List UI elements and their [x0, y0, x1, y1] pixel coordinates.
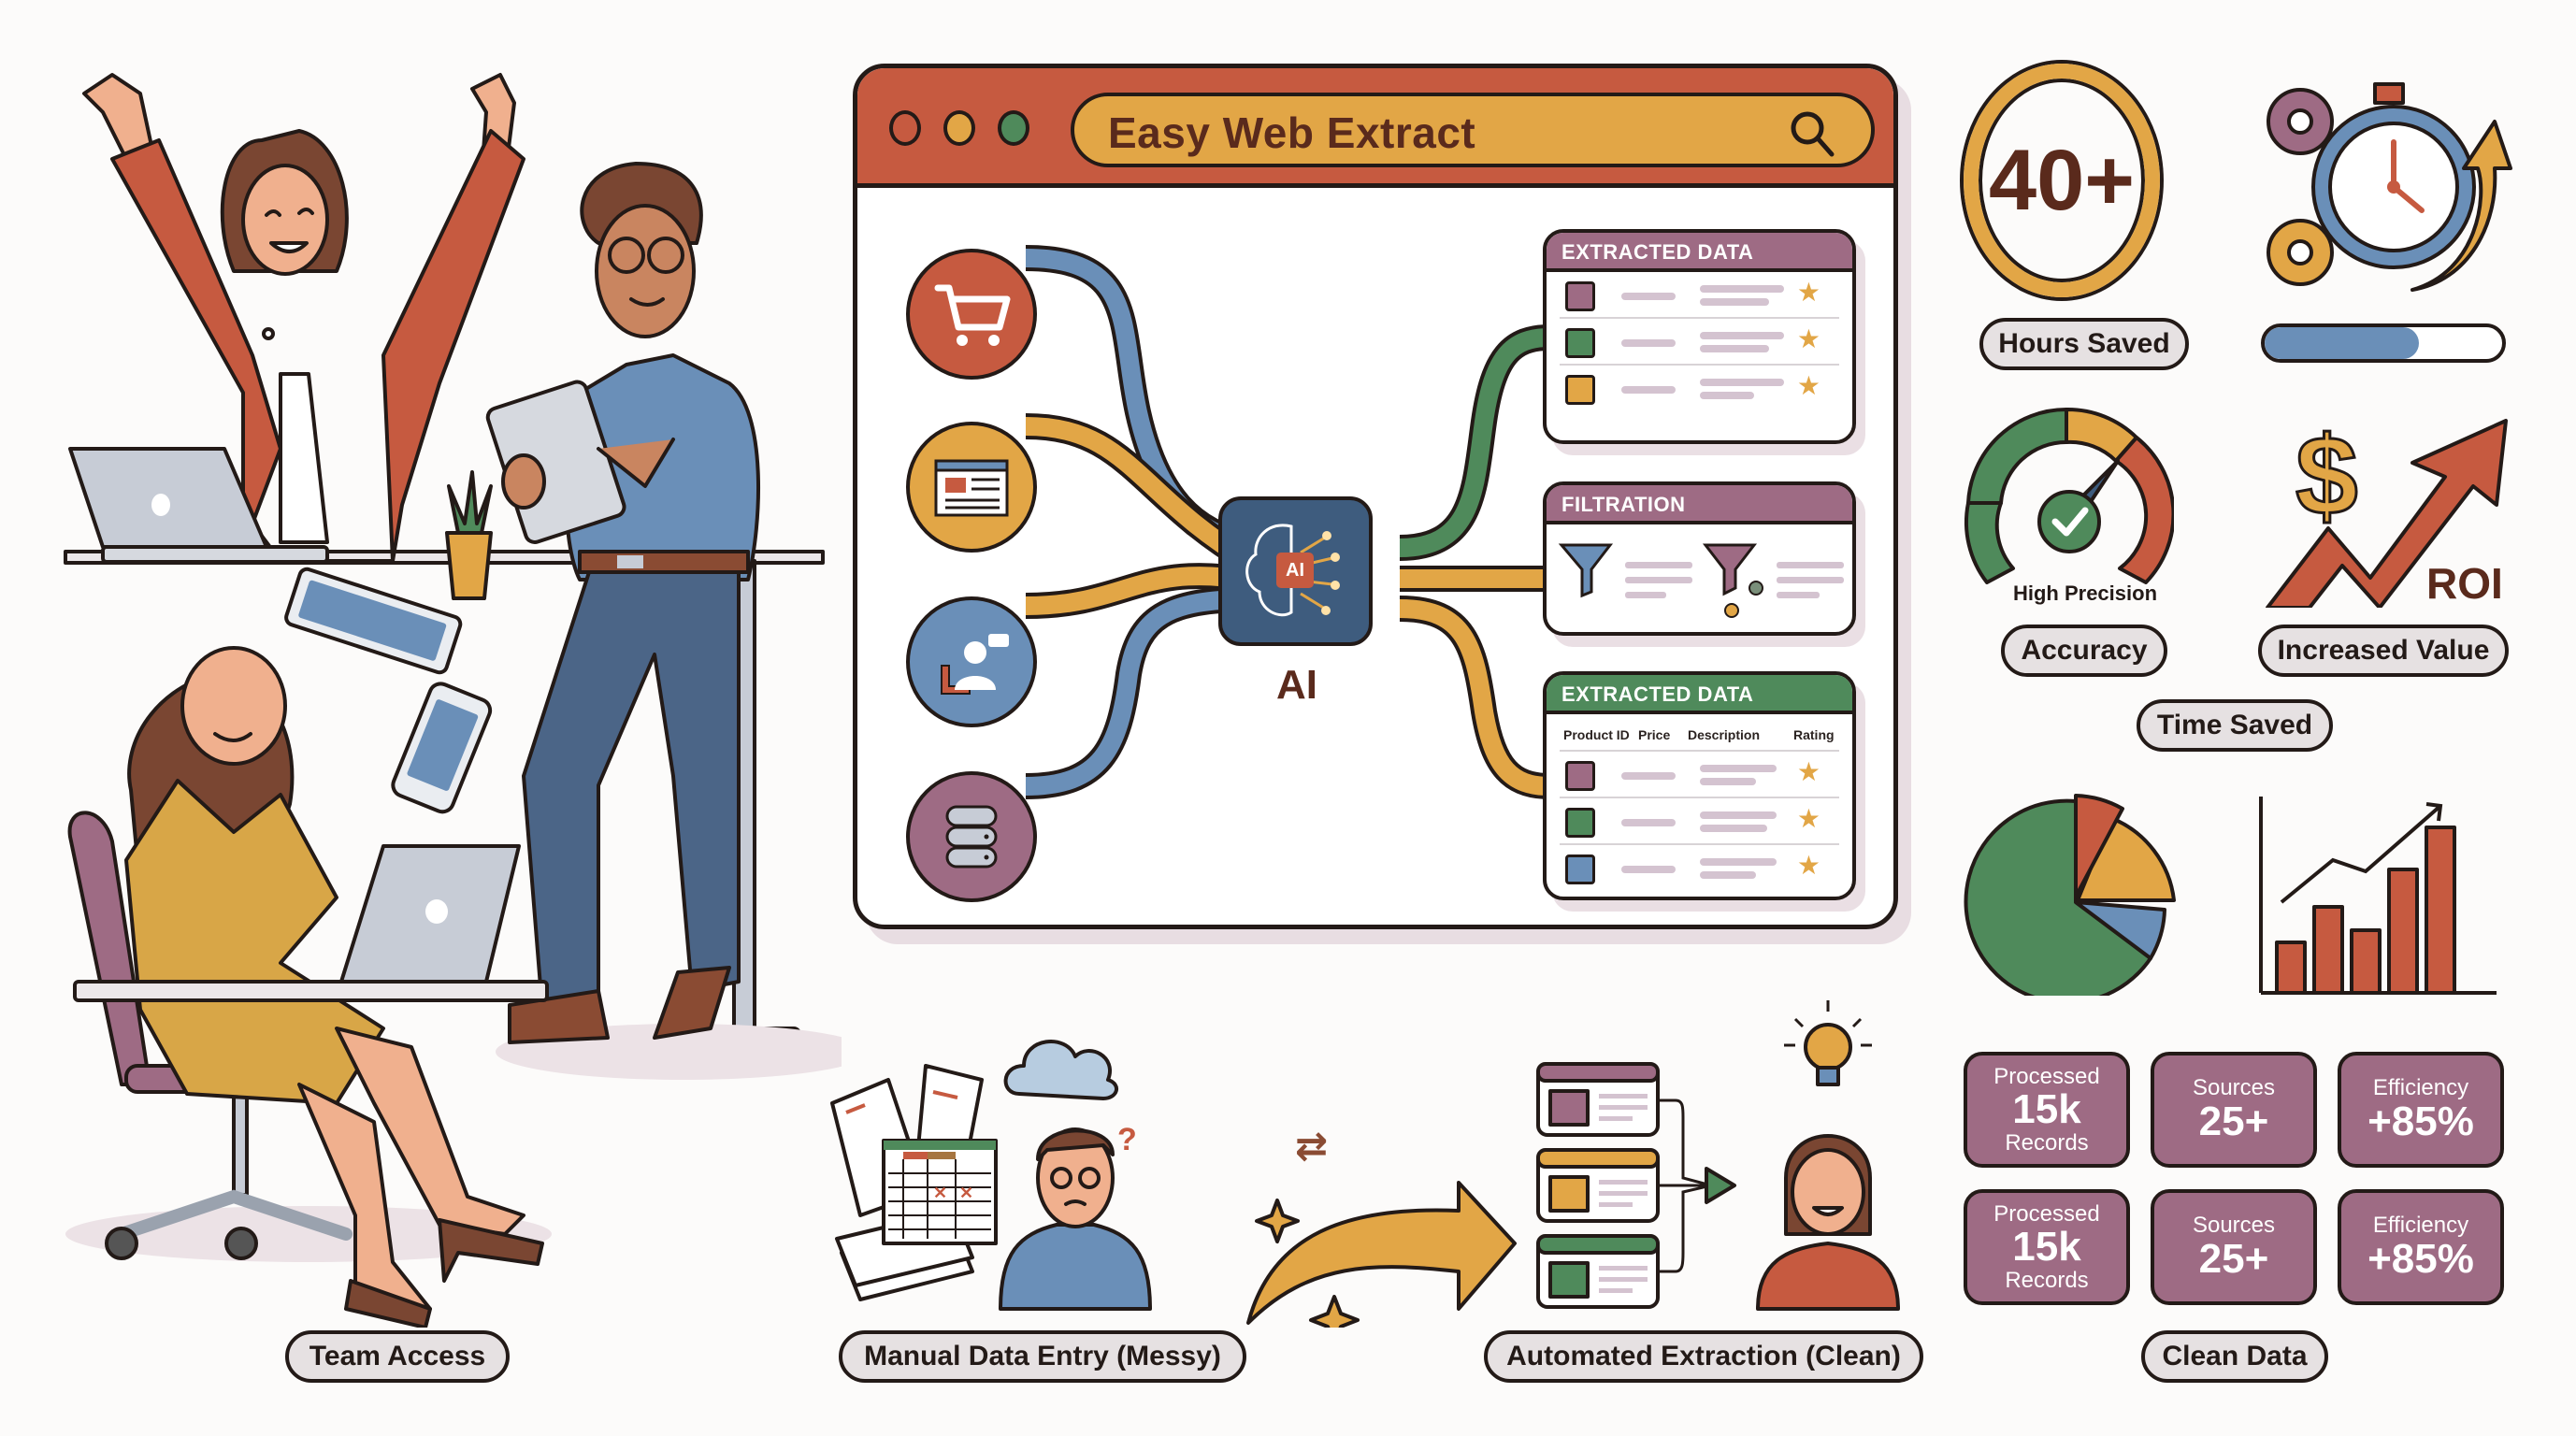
standing-man [485, 162, 761, 1044]
card-title: EXTRACTED DATA [1547, 233, 1852, 272]
filter-funnels [1558, 543, 1844, 618]
automated-extraction-label: Automated Extraction (Clean) [1484, 1330, 1923, 1383]
sparkle-icon [1309, 1295, 1360, 1328]
star-icon: ★ [1796, 371, 1820, 400]
extracted-data-card: EXTRACTED DATA ★ ★ ★ [1543, 229, 1856, 444]
source-ecommerce[interactable] [906, 249, 1037, 380]
star-icon: ★ [1796, 804, 1820, 833]
search-icon[interactable] [1787, 108, 1839, 160]
confused-man: ? [999, 1122, 1152, 1311]
manual-data-entry-label: Manual Data Entry (Messy) [839, 1330, 1246, 1383]
happy-woman [1756, 1000, 1900, 1311]
high-precision-caption: High Precision [2012, 582, 2158, 605]
team-access-label: Team Access [285, 1330, 510, 1383]
progress-fill [2265, 327, 2420, 359]
table-row[interactable]: ★ [1560, 752, 1839, 798]
dollar-icon: $ [2295, 413, 2358, 538]
ai-processor: AI [1218, 496, 1373, 646]
stat-card-sources: Sources 25+ [2151, 1052, 2317, 1168]
column-header[interactable]: Price [1638, 727, 1671, 742]
cloud-icon [1003, 1040, 1118, 1100]
app-title: Easy Web Extract [1108, 108, 1476, 157]
column-header[interactable]: Description [1688, 727, 1761, 742]
avatar-icon [1565, 375, 1595, 405]
column-header[interactable]: Rating [1793, 727, 1835, 742]
svg-text:✕: ✕ [933, 1184, 947, 1202]
database-icon [945, 805, 998, 869]
column-header[interactable]: Product ID [1563, 727, 1630, 742]
hours-saved-value: 40+ [1988, 132, 2136, 228]
pie-chart [1964, 794, 2176, 996]
team-scene-art [64, 73, 870, 1329]
stat-card-efficiency: Efficiency +85% [2338, 1052, 2504, 1168]
manual-vs-automated-scene: ✕ ✕ ? ⇄ [830, 1000, 1900, 1328]
ai-caption: AI [1276, 662, 1317, 708]
star-icon: ★ [1796, 278, 1820, 307]
card-title: FILTRATION [1547, 485, 1852, 524]
source-database[interactable] [906, 771, 1037, 902]
stat-card-processed: Processed 15k Records [1964, 1052, 2130, 1168]
browser-titlebar: Easy Web Extract [857, 68, 1893, 188]
filtration-card: FILTRATION [1543, 481, 1856, 636]
stat-card-sources: Sources 25+ [2151, 1189, 2317, 1305]
table-header: Product ID Price Description Rating [1560, 714, 1839, 752]
lightbulb-icon [1804, 1023, 1852, 1071]
source-social[interactable] [906, 596, 1037, 727]
star-icon: ★ [1796, 757, 1820, 786]
table-row[interactable]: ★ [1560, 798, 1839, 845]
table-row[interactable]: ★ [1560, 319, 1839, 366]
funnel-icon [1702, 543, 1758, 596]
image-icon [1565, 808, 1595, 838]
ai-chip-badge: AI [1276, 553, 1314, 588]
team-illustration [0, 0, 870, 1329]
data-flow-diagram [1025, 245, 1586, 821]
clean-cards [1536, 1062, 1736, 1309]
roi-growth-icon: $ ROI [2266, 412, 2508, 608]
roi-caption: ROI [2426, 559, 2503, 608]
social-profile-icon [941, 634, 1009, 695]
window-minimize-button[interactable] [943, 110, 975, 146]
webpage-icon [934, 459, 1009, 517]
table-row[interactable]: ★ [1560, 272, 1839, 319]
brain-circuit-icon [1245, 524, 1340, 617]
browser-window: Easy Web Extract [853, 64, 1898, 929]
star-icon: ★ [1796, 851, 1820, 880]
time-saved-progress [2261, 323, 2506, 363]
avatar-icon [1565, 281, 1595, 311]
celebrating-woman [82, 73, 525, 563]
messy-papers-icon: ✕ ✕ [830, 1064, 998, 1301]
stopwatch-gears-icon [2267, 82, 2512, 292]
avatar-icon [1565, 328, 1595, 358]
hours-saved-ring: 40+ [1964, 64, 2160, 297]
stat-card-efficiency: Efficiency +85% [2338, 1189, 2504, 1305]
shuffle-icon: ⇄ [1295, 1123, 1328, 1169]
stat-card-processed: Processed 15k Records [1964, 1189, 2130, 1305]
accuracy-gauge-icon [1964, 407, 2174, 584]
source-website[interactable] [906, 422, 1037, 553]
window-close-button[interactable] [889, 110, 921, 146]
funnel-icon [1558, 543, 1614, 598]
card-title: EXTRACTED DATA [1547, 675, 1852, 714]
shopping-cart-icon [934, 284, 1011, 346]
search-bar[interactable]: Easy Web Extract [1071, 93, 1875, 167]
image-icon [1565, 854, 1595, 884]
clean-data-label: Clean Data [2141, 1330, 2328, 1383]
table-row[interactable]: ★ [1560, 366, 1839, 412]
transition-arrow [1246, 1181, 1517, 1325]
star-icon: ★ [1796, 324, 1820, 353]
bar-chart [2259, 797, 2497, 995]
svg-text:?: ? [1117, 1122, 1137, 1157]
seated-woman [65, 646, 552, 1329]
accuracy-label: Accuracy [2001, 625, 2167, 677]
image-icon [1565, 761, 1595, 791]
time-saved-label: Time Saved [2137, 699, 2333, 752]
increased-value-label: Increased Value [2258, 625, 2509, 677]
extracted-table-card: EXTRACTED DATA Product ID Price Descript… [1543, 671, 1856, 900]
hours-saved-label: Hours Saved [1979, 318, 2189, 370]
table-row[interactable]: ★ [1560, 845, 1839, 892]
svg-text:✕: ✕ [959, 1184, 973, 1202]
window-maximize-button[interactable] [998, 110, 1029, 146]
sparkle-icon [1255, 1199, 1300, 1243]
